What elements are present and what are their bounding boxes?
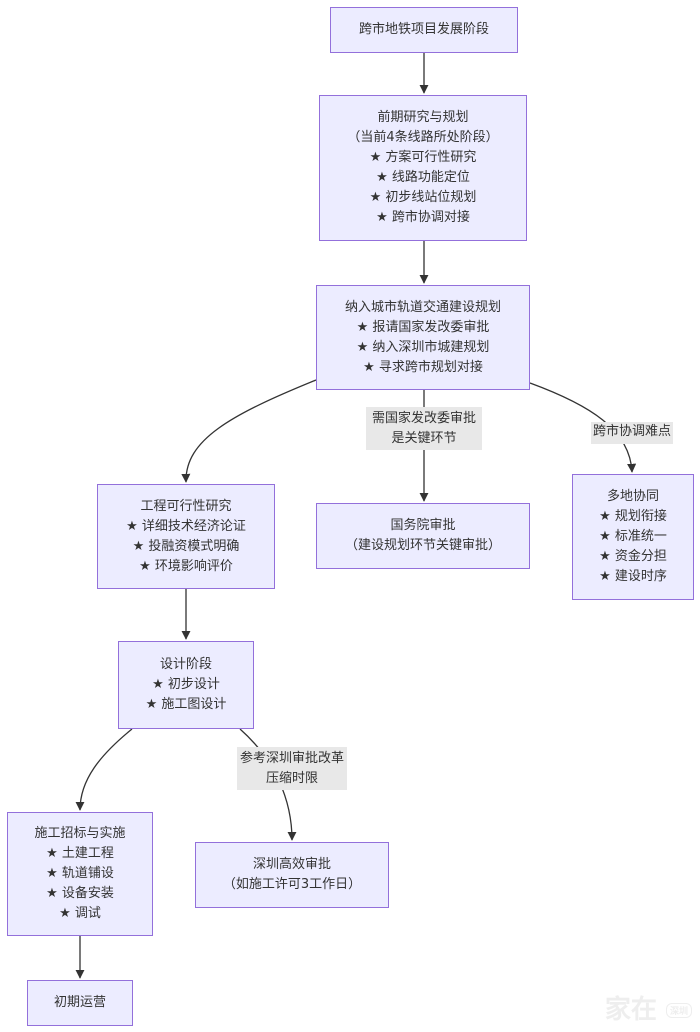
node-construction-item: ★ 设备安装 bbox=[46, 886, 114, 901]
node-feasibility: 工程可行性研究 ★ 详细技术经济论证 ★ 投融资模式明确 ★ 环境影响评价 bbox=[97, 484, 275, 589]
node-multi-city-item: ★ 规划衔接 bbox=[599, 509, 667, 524]
watermark-badge: 深圳 bbox=[665, 1003, 692, 1018]
node-state-council-subtitle: （建设规划环节关键审批） bbox=[344, 538, 501, 553]
node-include-item: ★ 纳入深圳市城建规划 bbox=[356, 339, 490, 355]
node-sz-approval-subtitle: （如施工许可3工作日） bbox=[222, 877, 362, 892]
edge-label-line: 跨市协调难点 bbox=[593, 424, 672, 439]
node-design: 设计阶段 ★ 初步设计 ★ 施工图设计 bbox=[118, 641, 254, 729]
edge-label-line: 参考深圳审批改革 bbox=[239, 750, 344, 766]
node-prelim-item: ★ 跨市协调对接 bbox=[376, 210, 470, 225]
node-prelim-item: ★ 方案可行性研究 bbox=[369, 150, 477, 165]
node-feasibility-item: ★ 投融资模式明确 bbox=[132, 538, 240, 554]
node-root: 跨市地铁项目发展阶段 bbox=[330, 7, 518, 53]
node-state-council: 国务院审批 （建设规划环节关键审批） bbox=[316, 503, 530, 569]
node-root-line: 跨市地铁项目发展阶段 bbox=[358, 22, 489, 37]
node-prelim-item: ★ 线路功能定位 bbox=[376, 170, 470, 185]
node-sz-approval-title: 深圳高效审批 bbox=[252, 857, 331, 872]
edge-label-ndrc: 需国家发改委审批 是关键环节 bbox=[366, 407, 482, 450]
edge-label-cross-city: 跨市协调难点 bbox=[591, 422, 673, 444]
node-prelim-item: ★ 初步线站位规划 bbox=[369, 190, 477, 205]
edge-include-feasibility bbox=[181, 379, 317, 483]
node-state-council-title: 国务院审批 bbox=[390, 518, 456, 533]
node-multi-city-item: ★ 建设时序 bbox=[599, 569, 667, 584]
node-operation-title: 初期运营 bbox=[53, 995, 106, 1010]
node-include: 纳入城市轨道交通建设规划 ★ 报请国家发改委审批 ★ 纳入深圳市城建规划 ★ 寻… bbox=[316, 285, 530, 390]
node-include-title: 纳入城市轨道交通建设规划 bbox=[344, 299, 501, 315]
node-construction-item: ★ 土建工程 bbox=[46, 846, 114, 861]
node-sz-approval: 深圳高效审批 （如施工许可3工作日） bbox=[195, 842, 389, 908]
node-design-item: ★ 初步设计 bbox=[152, 677, 220, 692]
node-construction: 施工招标与实施 ★ 土建工程 ★ 轨道铺设 ★ 设备安装 ★ 调试 bbox=[7, 812, 153, 936]
node-feasibility-title: 工程可行性研究 bbox=[140, 498, 232, 514]
edge-label-sz-reform: 参考深圳审批改革 压缩时限 bbox=[237, 747, 347, 790]
node-design-item: ★ 施工图设计 bbox=[145, 697, 227, 712]
edge-design-construction bbox=[75, 728, 133, 811]
node-operation: 初期运营 bbox=[27, 980, 133, 1026]
edge-label-line: 需国家发改委审批 bbox=[371, 410, 476, 426]
edge-label-line: 是关键环节 bbox=[391, 430, 457, 446]
node-multi-city-item: ★ 资金分担 bbox=[599, 549, 667, 564]
node-construction-item: ★ 轨道铺设 bbox=[46, 866, 114, 881]
node-prelim-title: 前期研究与规划 bbox=[377, 110, 469, 125]
node-prelim-subtitle: （当前4条线路所处阶段） bbox=[347, 130, 499, 145]
node-multi-city: 多地协同 ★ 规划衔接 ★ 标准统一 ★ 资金分担 ★ 建设时序 bbox=[572, 474, 694, 600]
edge-label-line: 压缩时限 bbox=[265, 770, 318, 786]
edge-include-multi-city bbox=[529, 382, 637, 473]
node-include-item: ★ 报请国家发改委审批 bbox=[356, 319, 490, 335]
node-feasibility-item: ★ 环境影响评价 bbox=[139, 558, 233, 574]
node-design-title: 设计阶段 bbox=[159, 657, 212, 672]
node-multi-city-title: 多地协同 bbox=[606, 489, 659, 504]
node-prelim: 前期研究与规划 （当前4条线路所处阶段） ★ 方案可行性研究 ★ 线路功能定位 … bbox=[319, 95, 527, 241]
node-include-item: ★ 寻求跨市规划对接 bbox=[363, 359, 483, 375]
node-construction-title: 施工招标与实施 bbox=[34, 826, 126, 841]
node-feasibility-item: ★ 详细技术经济论证 bbox=[126, 518, 246, 534]
watermark-text: 家在 bbox=[604, 995, 657, 1025]
node-construction-item: ★ 调试 bbox=[59, 906, 101, 921]
watermark-logo: 家在 深圳 bbox=[605, 989, 692, 1026]
node-multi-city-item: ★ 标准统一 bbox=[599, 529, 667, 544]
